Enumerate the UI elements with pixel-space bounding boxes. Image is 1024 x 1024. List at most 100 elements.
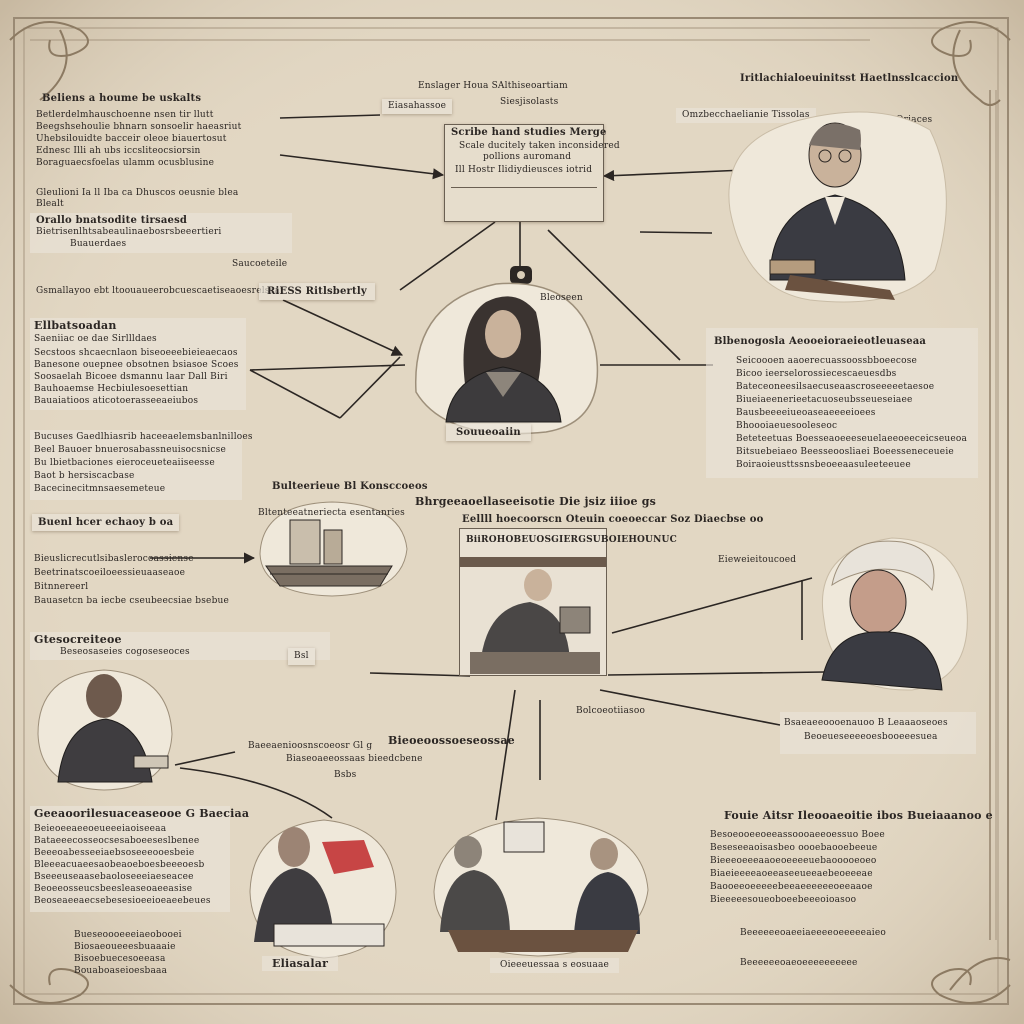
text-line: Bucuses Gaedlhiasrib haceeaelemsbanlnill…	[34, 432, 253, 442]
text-line: Boiraoieusttssnsbeoeeaasuleeteeuee	[736, 460, 911, 470]
top-right-tag: Omzbecchaelianie Tissolas	[676, 108, 816, 123]
bottom-left-text3: Bsbs	[334, 770, 357, 780]
lamp-icon	[510, 266, 532, 284]
text-line: Beseseeaoisasbeo oooebaooebeeue	[710, 843, 878, 853]
portrait-tag: Oriaces	[896, 115, 933, 125]
text-line: Bieeeoeeeaaoeoeeeeuebaooooeoeo	[710, 856, 877, 866]
text-line: Banesone ouepnee obsotnen bsiasoe Scoes	[34, 360, 239, 370]
text-line: Bicoo ieerselorossiecescaeuesdbs	[736, 369, 897, 379]
right-lower-panel: Bsaeaeeoooenauoo B Leaaaoseoes Beoeuesee…	[780, 712, 976, 754]
text-line: Beeeoabesseeiaebsoseeeooesbeie	[34, 848, 195, 858]
left-block3-panel: Orallo bnatsodite tirsaesd Bietrisenlhts…	[30, 213, 292, 253]
bottom-left-mid-title: Gtesocreiteoe	[34, 633, 122, 646]
divider	[451, 187, 597, 188]
center-box-title: Scribe hand studies Merge	[451, 127, 607, 138]
bottom-center-label: Bieoeoossoeseossae	[388, 734, 515, 747]
bottom-left-tag: Bsl	[288, 648, 315, 665]
text-line: Bieuslicrecutlsibaslerocoassiense	[34, 554, 194, 564]
text-line: Besoeooeeoeeassoooaeeoessuo Boee	[710, 830, 885, 840]
text-line: Ednesc Illi ah ubs iccsliteocsiorsin	[36, 146, 201, 156]
top-right-label: Iritlachialoeuinitsst Haetlnsslcaccion	[740, 73, 959, 84]
text-line: Bueseoooeeeiaeobooei	[74, 930, 182, 940]
right-panel-title: Blbenogosla Aeooeioraeieotleuaseaa	[714, 336, 927, 347]
inner-border	[23, 27, 999, 995]
text-line: Soosaelah Bicoee dsmannu laar Dall Biri	[34, 372, 228, 382]
text-line: Uhebsilouidte bacceir oleoe biauertosut	[36, 134, 227, 144]
text-line: Beteteetuas Boesseaoeeeseuelaeeoeeceicse…	[736, 434, 968, 444]
bottom-center-arrow-tag: Eliasalar	[262, 956, 339, 971]
text-line: Biaeieeeeaoeeaseeueeaebeoeeeae	[710, 869, 873, 879]
left-lower-panel: Bucuses Gaedlhiasrib haceeaelemsbanlnill…	[30, 430, 253, 500]
right-panel: Blbenogosla Aeooeioraeieotleuaseaa Seico…	[706, 328, 978, 478]
right-lower-block-title: Fouie Aitsr Ileooaeoitie ibos Bueiaaanoo…	[724, 809, 993, 822]
text-line: Beieoeeaeeoeueeeiaoiseeaa	[34, 824, 167, 834]
text-line: Bseeeuseaasebaoloseeeiaeseacee	[34, 872, 194, 882]
center-info-box: Scribe hand studies Merge Scale ducitely…	[444, 124, 620, 222]
bottom-left-header: Gtesocreiteoe Beseosaseies cogoseseoces	[30, 632, 330, 660]
text-line: Bitsuebeiaeo Beesseoosliaei Boeesseneceu…	[736, 447, 954, 457]
center-box-line3: Ill Hostr Ilidiydieusces iotrid	[455, 165, 593, 175]
ship-panel-title: Bulteerieue Bl Konsccoeos	[272, 481, 428, 492]
left-middle-title: Ellbatsoadan	[34, 319, 117, 332]
text-line: Baooeeoeeeeebeeaeeeeeeoeeaaoe	[710, 882, 873, 892]
bottom-left-text-title: Geeaoorilesuaceaseooe G Baeciaa	[34, 807, 250, 820]
text-line: Beoeeosseucsbeesleaseoaeeasise	[34, 884, 193, 894]
text-line: Bleeeacuaeesaobeaoeboesbeeeoesb	[34, 860, 205, 870]
bottom-center-caption: Oieeeuessaa s eosuaae	[490, 958, 620, 973]
center-panel: BiiROHOBEUOSGIERGSUBOIEHOUNUC	[459, 528, 677, 676]
outer-border	[13, 17, 1009, 1005]
text-line: Beeeeeeoaeoeeeeeeeeee	[740, 958, 858, 968]
center-box-line2: pollions auromand	[483, 152, 572, 162]
text-line: Bu lbietbaciones eieroceueteaiiseesse	[34, 458, 215, 468]
text-line: Bitnnereerl	[34, 582, 89, 592]
scholar-portrait	[728, 111, 947, 303]
text-line: Biosaeoueeesbuaaaie	[74, 942, 176, 952]
bottom-center-tag2: Bolcoeotiiasoo	[576, 706, 646, 716]
text-line: Bauaiatioos aticotoerasseeaeiubos	[34, 396, 199, 406]
text-line: Bateceoneesilsaecuseaascroseeeeetaesoe	[736, 382, 935, 392]
text-line: Bacecinecitmnsaesemeteue	[34, 484, 166, 494]
text-line: Biueiaeenerieetacuoseubsseueseiaee	[736, 395, 913, 405]
text-line: Bataeeecosseocsesaboeeseslbenee	[34, 836, 200, 846]
right-lower-title: Bsaeaeeoooenauoo B Leaaaoseoes	[784, 718, 948, 728]
red-book-icon	[322, 840, 374, 874]
left-block4-line: Gsmallayoo ebt ltoouaueerobcuescaetiseao…	[36, 286, 284, 296]
text-line: Beel Bauoer bnuerosabassneuisocsnicse	[34, 445, 226, 455]
text-line: Bausbeeeeiueoaseaeeeeioees	[736, 408, 876, 418]
bottom-left-text-panel: Geeaoorilesuaceaseooe G Baeciaa Beieoeea…	[30, 806, 249, 912]
right-lower-line: Beoeueseeeeoesbooeeesuea	[804, 732, 938, 742]
oval-tag: Bleoseen	[540, 293, 583, 303]
corner-ornament-icon	[9, 21, 1011, 1004]
text-line: Beoseaeeaecsebesesioeeioeaeebeues	[34, 896, 211, 906]
left-block3-line: Bietrisenlhtsabeaulinaebosrsbeeertieri	[36, 227, 222, 237]
text-line: Bhoooiaeuesooleseoc	[736, 421, 838, 431]
left-middle-panel: Ellbatsoadan Saeniiac oe dae Sirllldaes …	[30, 318, 246, 410]
meeting-drawing	[433, 817, 649, 957]
bottom-left-text2: Biaseoaeeossaas bieedcbene	[286, 754, 423, 764]
top-label-line2: Siesjisolasts	[500, 97, 559, 107]
text-line: Bieeeeesoueoboeebeeeoioasoo	[710, 895, 857, 905]
right-tag: Eieweieitoucoed	[718, 555, 797, 565]
bottom-left-mid-line: Beseosaseies cogoseseoces	[60, 647, 190, 657]
lamp-tag: Saucoeteile	[232, 259, 288, 269]
text-line: Bauasetcn ba iecbe cseubeecsiae bsebue	[34, 596, 230, 606]
scholar-desk-drawing	[460, 557, 606, 674]
left-block2-line2: Blealt	[36, 199, 64, 209]
center-panel-strip: BiiROHOBEUOSGIERGSUBOIEHOUNUC	[466, 535, 677, 545]
left-tag: RiESS Ritlsbertly	[259, 283, 375, 300]
left-block3-title: Orallo bnatsodite tirsaesd	[36, 215, 188, 226]
center-panel-title1: Bhrgeeaoellaseeisotie Die jsiz iiioe gs	[415, 495, 657, 508]
left-block1-title: Beliens a houme be uskalts	[42, 93, 202, 104]
text-line: Beeeeeeoaeeiaeeeeoeeeeeaieo	[740, 928, 886, 938]
text-line: Baot b hersiscacbase	[34, 471, 135, 481]
woman-portrait	[415, 282, 599, 435]
writer-portrait	[37, 669, 173, 791]
text-line: Bisoebuecesoeeasa	[74, 954, 166, 964]
text-line: Beetrinatscoeiloeessieuaaseaoe	[34, 568, 186, 578]
text-line: Seicoooen aaoerecuassoossbboeecose	[736, 356, 918, 366]
top-label-line1: Enslager Houa SAlthiseoartiam	[418, 81, 568, 91]
reader-drawing	[249, 819, 397, 959]
ship-drawing	[259, 501, 408, 597]
left-block3-caption: Buauerdaes	[70, 239, 127, 249]
